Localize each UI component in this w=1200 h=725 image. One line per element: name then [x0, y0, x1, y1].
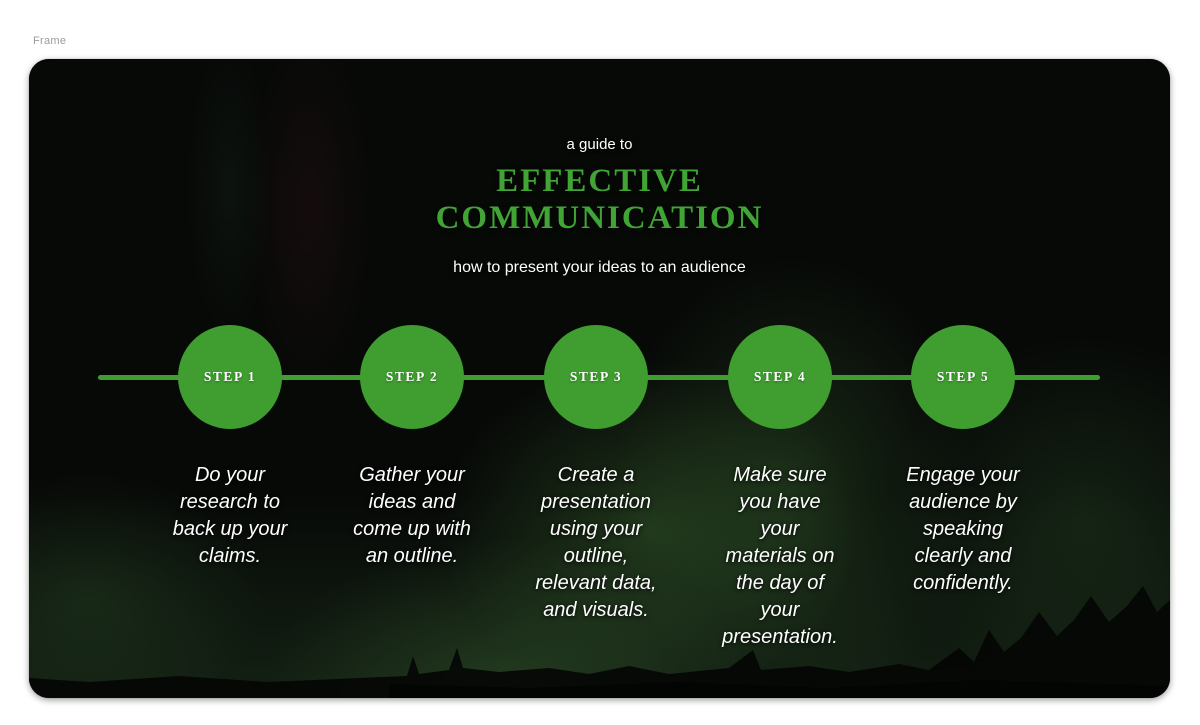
slide-subtitle: how to present your ideas to an audience — [453, 259, 746, 276]
step-2-description: Gather your ideas and come up with an ou… — [353, 464, 471, 567]
step-2-label: STEP 2 — [385, 369, 439, 384]
step-4-circle: STEP 4 — [728, 325, 832, 429]
step-column-5: STEP 5 Engage your audience by speaking … — [875, 325, 1051, 597]
step-column-3: STEP 3 Create a presentation using your … — [508, 325, 684, 624]
slide[interactable]: a guide to EFFECTIVE COMMUNICATION how t… — [29, 59, 1170, 698]
step-3-circle: STEP 3 — [544, 325, 648, 429]
step-3-label: STEP 3 — [569, 369, 623, 384]
step-2-circle: STEP 2 — [360, 325, 464, 429]
title-eyebrow: a guide to — [566, 136, 633, 153]
step-5-label: STEP 5 — [936, 369, 990, 384]
slide-title: EFFECTIVE COMMUNICATION — [435, 163, 764, 236]
step-4-description: Make sure you have your materials on the… — [722, 464, 838, 648]
step-3-description: Create a presentation using your outline… — [535, 464, 657, 621]
step-1-label: STEP 1 — [203, 369, 257, 384]
step-column-2: STEP 2 Gather your ideas and come up wit… — [324, 325, 500, 570]
step-4-label: STEP 4 — [753, 369, 807, 384]
tree-silhouette — [29, 586, 1170, 698]
title-block: a guide to EFFECTIVE COMMUNICATION how t… — [29, 137, 1170, 278]
step-1-circle: STEP 1 — [178, 325, 282, 429]
step-column-1: STEP 1 Do your research to back up your … — [142, 325, 318, 570]
frame-label[interactable]: Frame — [33, 35, 67, 47]
step-5-circle: STEP 5 — [911, 325, 1015, 429]
step-5-description: Engage your audience by speaking clearly… — [906, 464, 1020, 594]
step-1-description: Do your research to back up your claims. — [172, 464, 288, 567]
step-column-4: STEP 4 Make sure you have your materials… — [692, 325, 868, 651]
